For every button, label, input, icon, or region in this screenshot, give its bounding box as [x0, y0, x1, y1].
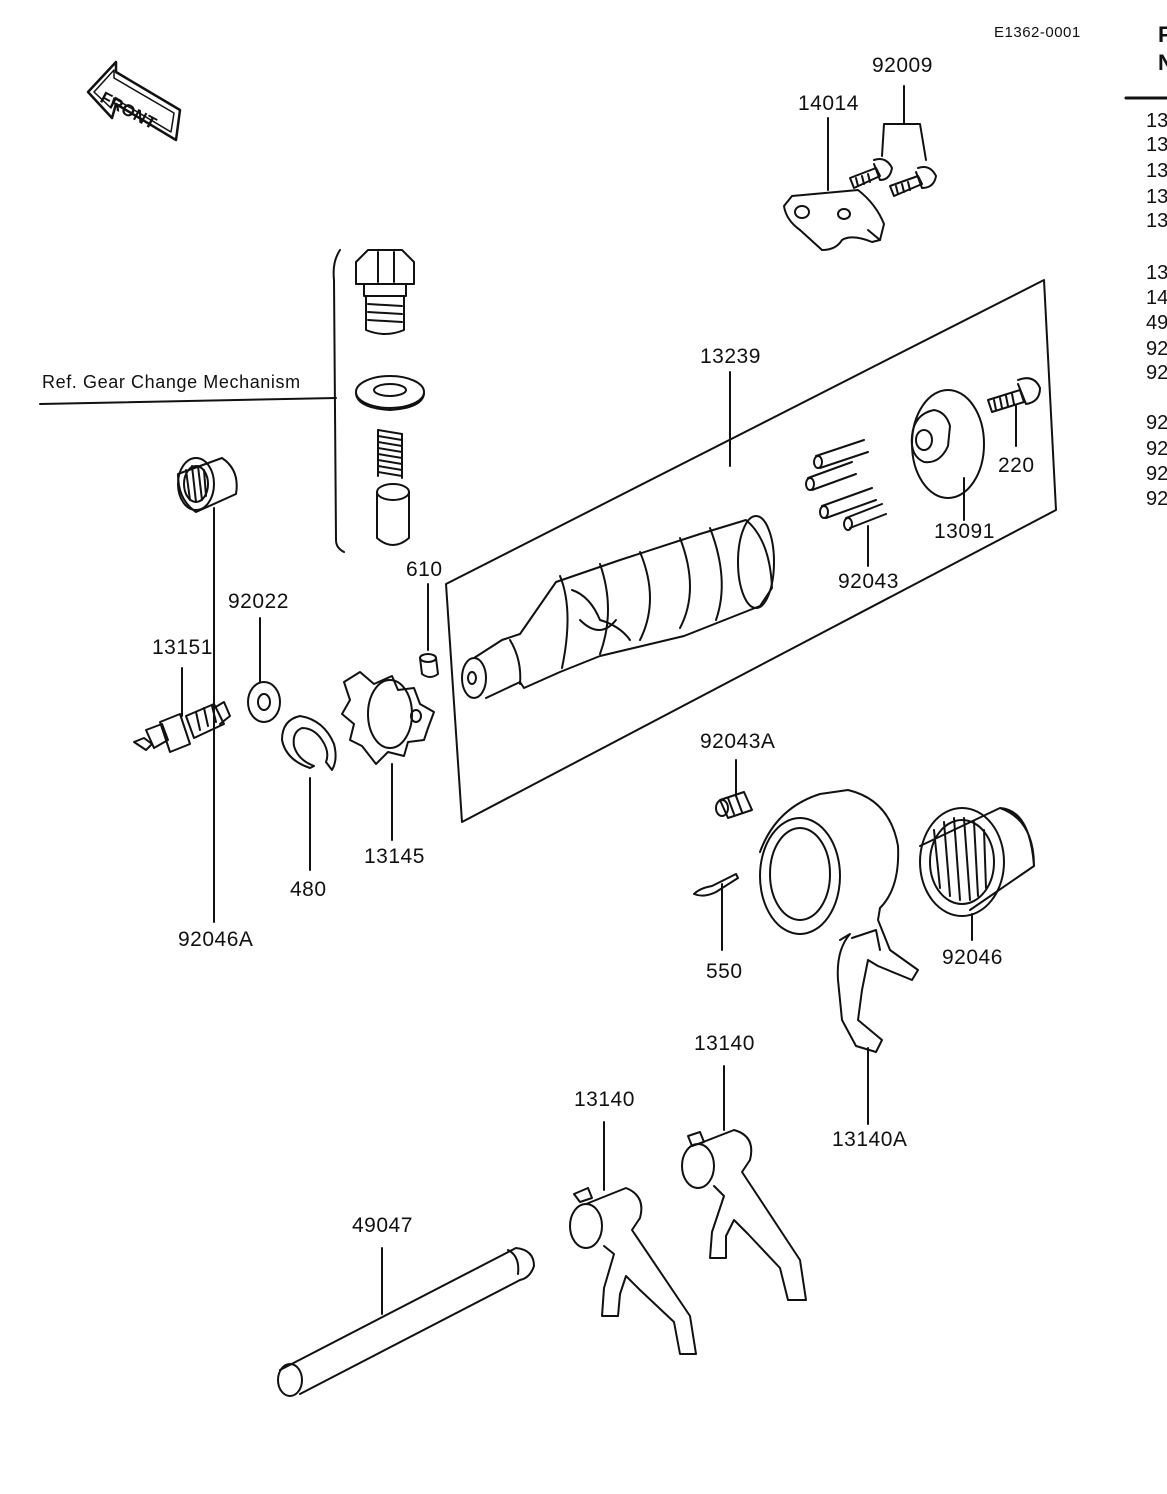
part-label-550: 550	[706, 960, 743, 983]
side-item: 92	[1146, 438, 1167, 460]
shift-drum-frame	[445, 279, 1057, 823]
part-label-13140A: 13140A	[832, 1128, 908, 1151]
shift-rod-icon	[277, 1247, 535, 1397]
diagram-code: E1362-0001	[994, 24, 1081, 41]
side-item: 13	[1146, 210, 1167, 232]
part-label-220: 220	[998, 454, 1035, 477]
part-label-13140-left: 13140	[574, 1088, 635, 1111]
washer-icon	[355, 375, 425, 411]
shift-fork-left-icon	[569, 1121, 697, 1355]
circlip-icon	[281, 715, 337, 871]
part-label-13145: 13145	[364, 845, 425, 868]
part-label-49047: 49047	[352, 1214, 413, 1237]
cotter-pin-icon	[693, 873, 739, 951]
part-label-13151: 13151	[152, 636, 213, 659]
part-label-92046: 92046	[942, 946, 1003, 969]
side-item: 92	[1146, 488, 1167, 510]
side-item: 92	[1146, 463, 1167, 485]
front-arrow-icon	[86, 60, 182, 142]
needle-bearing-large-icon	[919, 807, 1035, 941]
small-washer-icon	[247, 617, 281, 723]
side-item: 14	[1146, 287, 1167, 309]
part-label-13140-top: 13140	[694, 1032, 755, 1055]
part-label-92043: 92043	[838, 570, 899, 593]
side-header-2: N	[1158, 50, 1167, 75]
small-pin-icon	[419, 583, 439, 678]
side-item: 13	[1146, 186, 1167, 208]
spring-icon	[377, 429, 403, 479]
bracket-plate-icon	[783, 189, 885, 251]
ref-bracket	[39, 249, 345, 553]
drum-cap-icon	[910, 389, 985, 521]
part-label-480: 480	[290, 878, 327, 901]
side-item: 13	[1146, 262, 1167, 284]
part-label-92043A: 92043A	[700, 730, 776, 753]
shift-fork-right-icon	[681, 1065, 807, 1301]
plug-bolt-icon	[355, 249, 415, 335]
side-item: 13	[1146, 110, 1167, 132]
part-label-92046A: 92046A	[178, 928, 254, 951]
shift-fork-large-icon	[759, 789, 919, 1125]
part-label-13091: 13091	[934, 520, 995, 543]
shift-drum-icon	[461, 515, 775, 699]
side-item: 92	[1146, 362, 1167, 384]
part-label-92022: 92022	[228, 590, 289, 613]
part-label-14014: 14014	[798, 92, 859, 115]
side-item: 92	[1146, 412, 1167, 434]
side-item: 92	[1146, 338, 1167, 360]
cap-bolt-icon	[987, 377, 1041, 447]
side-item: 49	[1146, 312, 1167, 334]
drum-pins-icon	[805, 439, 887, 567]
side-item: 13	[1146, 160, 1167, 182]
screw-icon	[849, 85, 937, 197]
side-item: 13	[1146, 134, 1167, 156]
star-cam-icon	[341, 671, 435, 841]
part-label-92009: 92009	[872, 54, 933, 77]
needle-bearing-small-icon	[177, 457, 238, 923]
part-label-610: 610	[406, 558, 443, 581]
pin-cylinder-icon	[376, 483, 410, 546]
side-header-1: P	[1158, 22, 1167, 47]
part-label-13239: 13239	[700, 345, 761, 368]
leader-lines	[729, 117, 829, 467]
ref-label: Ref. Gear Change Mechanism	[42, 372, 301, 392]
fork-pin-icon	[715, 759, 753, 819]
neutral-switch-icon	[133, 667, 231, 753]
